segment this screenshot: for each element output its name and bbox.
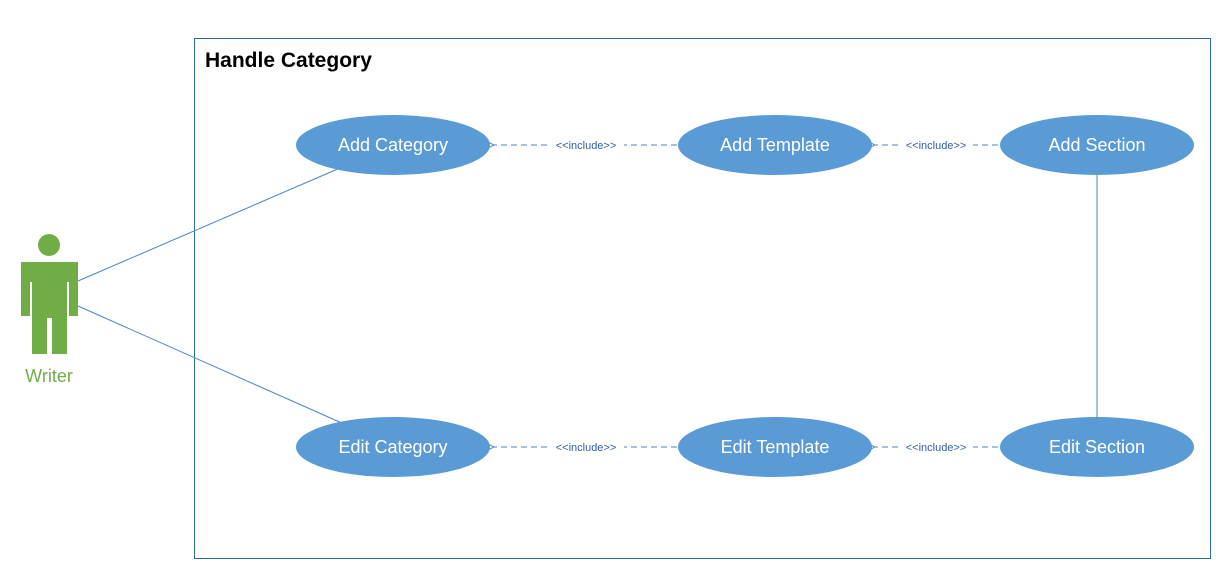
actor-writer[interactable]: Writer [21, 234, 78, 386]
svg-text:<<include>>: <<include>> [556, 140, 617, 152]
include-label-top-left: <<include>> [548, 138, 624, 152]
use-case-edit-template[interactable]: Edit Template [678, 417, 872, 477]
include-label-bottom-left: <<include>> [548, 440, 624, 454]
svg-text:Edit Section: Edit Section [1049, 437, 1145, 457]
system-boundary [194, 38, 1211, 559]
svg-text:Edit Template: Edit Template [721, 437, 830, 457]
svg-text:<<include>>: <<include>> [906, 140, 967, 152]
svg-text:Add Category: Add Category [338, 135, 448, 155]
use-case-add-template[interactable]: Add Template [678, 115, 872, 175]
use-case-add-section[interactable]: Add Section [1000, 115, 1194, 175]
actor-writer-label: Writer [25, 366, 73, 386]
svg-text:Edit Category: Edit Category [338, 437, 447, 457]
association-writer-edit-category [77, 305, 345, 425]
svg-text:<<include>>: <<include>> [556, 442, 617, 454]
svg-text:Add Template: Add Template [720, 135, 830, 155]
stick-figure-person-icon [21, 234, 78, 354]
include-label-top-right: <<include>> [899, 138, 973, 152]
association-writer-add-category [77, 167, 341, 282]
svg-text:<<include>>: <<include>> [906, 442, 967, 454]
svg-text:Add Section: Add Section [1048, 135, 1145, 155]
include-label-bottom-right: <<include>> [899, 440, 973, 454]
system-boundary-title: Handle Category [205, 49, 372, 72]
use-case-add-category[interactable]: Add Category [296, 115, 490, 175]
use-case-edit-category[interactable]: Edit Category [296, 417, 490, 477]
use-case-edit-section[interactable]: Edit Section [1000, 417, 1194, 477]
